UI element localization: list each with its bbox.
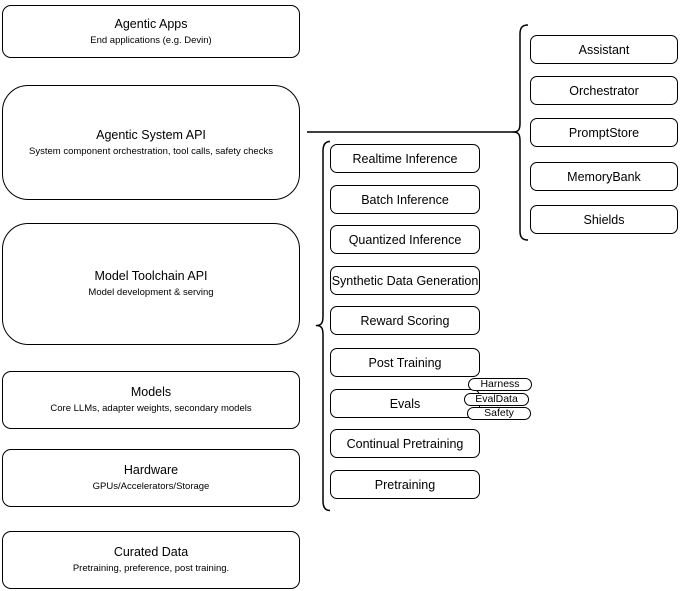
component-label: Assistant (578, 42, 630, 57)
component-orchestrator: Orchestrator (530, 76, 678, 105)
layer-models: Models Core LLMs, adapter weights, secon… (2, 371, 300, 429)
eval-tag-label: Safety (484, 407, 514, 419)
service-label: Quantized Inference (348, 232, 462, 247)
component-shields: Shields (530, 205, 678, 234)
layer-subtitle: Core LLMs, adapter weights, secondary mo… (50, 403, 252, 414)
service-label: Realtime Inference (352, 151, 458, 166)
service-pretraining: Pretraining (330, 470, 480, 499)
layer-title: Model Toolchain API (94, 269, 208, 283)
layer-agentic-apps: Agentic Apps End applications (e.g. Devi… (2, 5, 300, 58)
service-reward-scoring: Reward Scoring (330, 306, 480, 335)
service-label: Post Training (368, 355, 442, 370)
eval-tag-label: EvalData (475, 393, 518, 405)
service-label: Synthetic Data Generation (331, 273, 479, 288)
layer-title: Agentic System API (96, 127, 206, 142)
service-evals: Evals (330, 389, 480, 418)
layer-subtitle: GPUs/Accelerators/Storage (92, 481, 210, 492)
layer-subtitle: System component orchestration, tool cal… (29, 145, 273, 157)
service-batch-inference: Batch Inference (330, 185, 480, 214)
layer-curated-data: Curated Data Pretraining, preference, po… (2, 531, 300, 589)
layer-title: Curated Data (113, 545, 189, 559)
layer-subtitle: Pretraining, preference, post training. (72, 563, 230, 574)
eval-tag-harness: Harness (468, 378, 532, 391)
eval-tag-evaldata: EvalData (464, 393, 529, 406)
component-label: Orchestrator (569, 83, 639, 98)
component-label: PromptStore (568, 125, 640, 140)
service-quantized-inference: Quantized Inference (330, 225, 480, 254)
service-realtime-inference: Realtime Inference (330, 144, 480, 173)
component-label: Shields (583, 212, 625, 227)
service-post-training: Post Training (330, 348, 480, 377)
component-promptstore: PromptStore (530, 118, 678, 147)
layer-title: Agentic Apps (114, 16, 188, 31)
layer-hardware: Hardware GPUs/Accelerators/Storage (2, 449, 300, 507)
system-components-brace (512, 24, 529, 241)
layer-subtitle: End applications (e.g. Devin) (90, 34, 212, 46)
toolchain-brace (315, 140, 331, 512)
service-label: Batch Inference (361, 192, 449, 207)
layer-subtitle: Model development & serving (88, 287, 214, 298)
service-continual-pretraining: Continual Pretraining (330, 429, 480, 458)
service-label: Evals (389, 396, 421, 411)
service-label: Pretraining (374, 477, 436, 492)
layer-title: Hardware (123, 463, 179, 477)
component-assistant: Assistant (530, 35, 678, 64)
eval-tag-label: Harness (480, 378, 520, 390)
component-label: MemoryBank (567, 169, 641, 184)
layer-title: Models (130, 385, 172, 399)
component-memorybank: MemoryBank (530, 162, 678, 191)
service-synthetic-data-generation: Synthetic Data Generation (330, 266, 480, 295)
layer-model-toolchain-api: Model Toolchain API Model development & … (2, 223, 300, 345)
service-label: Continual Pretraining (346, 436, 464, 451)
layer-agentic-system-api: Agentic System API System component orch… (2, 85, 300, 200)
eval-tag-safety: Safety (467, 407, 531, 420)
service-label: Reward Scoring (360, 313, 450, 328)
